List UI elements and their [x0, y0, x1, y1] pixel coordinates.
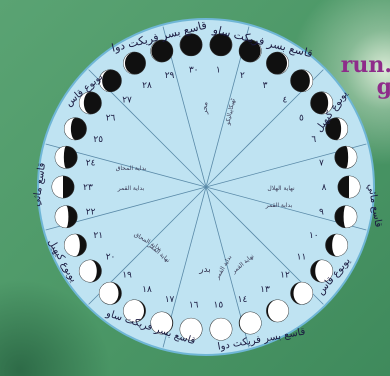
moon-phase-icon — [267, 52, 289, 74]
day-number: ٢ — [240, 71, 245, 81]
day-number: ٢٢ — [86, 208, 96, 218]
moon-phase-icon — [326, 234, 348, 256]
day-number: ٢٤ — [86, 158, 96, 168]
moon-phase-icon — [55, 206, 77, 228]
day-number: ٦ — [311, 135, 316, 145]
moon-phase-icon — [335, 206, 357, 228]
moon-phase-icon — [267, 300, 289, 322]
day-number: ٧ — [319, 158, 324, 168]
day-number: ١٩ — [122, 271, 132, 281]
day-number: ٢٠ — [106, 252, 116, 262]
note-day30: محر — [201, 101, 209, 115]
day-number: ١٥ — [213, 300, 223, 310]
day-number: ١٦ — [189, 300, 199, 310]
moon-phase-icon — [291, 282, 313, 304]
note-day23: بدایة المحاق — [116, 165, 147, 172]
moon-phase-icon — [64, 234, 86, 256]
day-number: ١١ — [297, 252, 307, 262]
moon-phase-icon — [79, 260, 101, 282]
day-number: ٢١ — [93, 231, 103, 241]
day-number: ٢٧ — [122, 95, 132, 105]
day-number: ٢٥ — [93, 135, 103, 145]
day-number: ١٤ — [238, 295, 248, 305]
day-number: ١٧ — [165, 295, 175, 305]
moon-phase-icon — [55, 146, 77, 168]
day-number: ٢٦ — [106, 114, 116, 124]
day-number: ٣ — [263, 81, 268, 91]
note-day15: بدر — [198, 265, 211, 275]
day-number: ١٣ — [260, 285, 270, 295]
day-number: ١٨ — [142, 285, 152, 295]
moon-phase-icon — [52, 176, 74, 198]
day-number: ١٠ — [309, 231, 319, 241]
moon-phase-icon — [64, 118, 86, 140]
day-number: ٣٠ — [189, 66, 199, 76]
day-number: ٤ — [283, 95, 288, 105]
moon-phase-icon — [124, 52, 146, 74]
day-number: ٥ — [299, 114, 304, 124]
note-day22: بدایة القمر — [117, 185, 145, 192]
day-number: ٢٩ — [165, 71, 175, 81]
moon-phase-icon — [99, 282, 121, 304]
moon-phase-icon — [335, 146, 357, 168]
moon-phase-icon — [210, 318, 232, 340]
day-number: ٩ — [319, 208, 324, 218]
moon-phase-icon — [338, 176, 360, 198]
note-day7: نهایة الهلال — [267, 185, 295, 192]
day-number: ٢٨ — [142, 81, 152, 91]
day-number: ٨ — [322, 183, 327, 193]
day-number: ١ — [216, 66, 221, 76]
moon-phase-icon — [239, 312, 261, 334]
day-number: ١٢ — [280, 271, 290, 281]
day-number: ٢٣ — [83, 183, 93, 193]
note-day8: بدایة القمر — [265, 202, 293, 209]
moon-phase-icon — [291, 70, 313, 92]
